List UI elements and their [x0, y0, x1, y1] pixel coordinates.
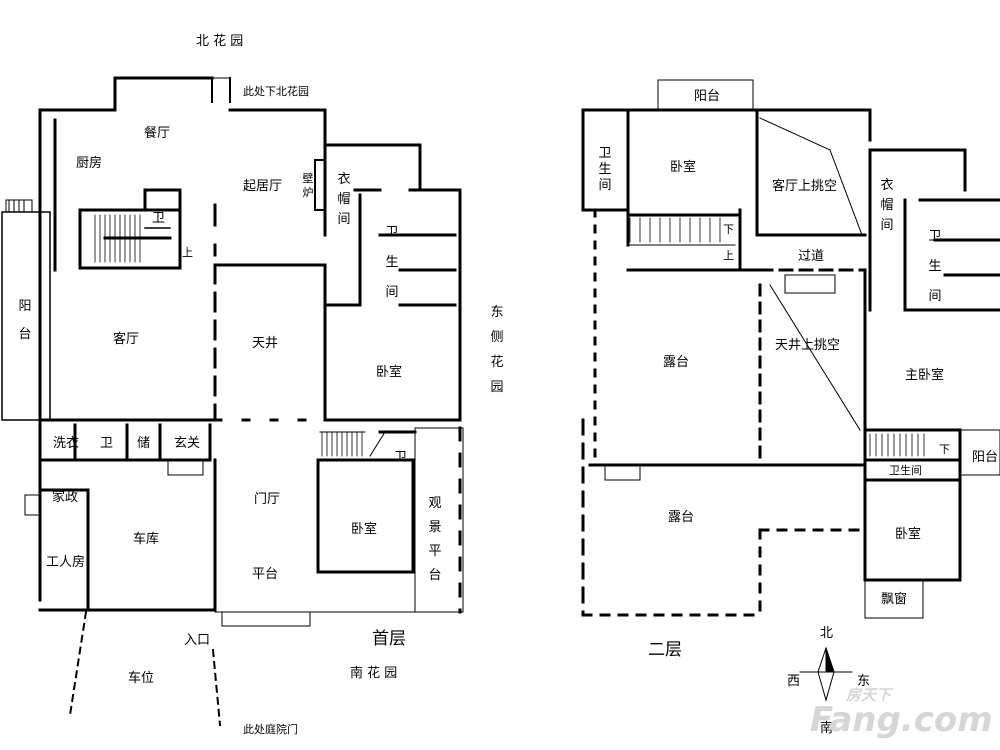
room-balcony: 阳台 [18, 299, 32, 342]
room-stair-bath: 卫 [152, 211, 166, 226]
f2-stair-down: 下 [723, 223, 734, 236]
f2-balcony-right: 阳台 [972, 450, 999, 465]
compass-rose [799, 646, 853, 702]
east-garden-label: 东侧花园 [490, 305, 504, 395]
f2-bath-small: 卫生间 [889, 464, 922, 477]
room-foyer: 玄关 [174, 436, 201, 451]
f2-cloakroom: 衣帽间 [880, 178, 894, 233]
f2-bath-right: 卫生间 [928, 229, 942, 304]
compass-north: 北 [820, 626, 834, 641]
f2-bedroom: 卧室 [670, 160, 697, 175]
room-platform: 平台 [252, 567, 279, 582]
room-atrium: 天井 [252, 336, 279, 351]
room-small-bath: 卫 [100, 436, 114, 451]
f2-terrace2: 露台 [668, 510, 695, 525]
f2-balcony-top: 阳台 [694, 89, 721, 104]
room-bedroom2: 卧室 [351, 522, 378, 537]
north-garden-below-label: 此处下北花园 [243, 85, 309, 98]
f2-bath-left: 卫生间 [598, 146, 612, 193]
room-bath: 卫生间 [385, 225, 399, 300]
f2-terrace1: 露台 [663, 355, 690, 370]
room-bedroom: 卧室 [376, 365, 403, 380]
f2-stair-up: 上 [723, 249, 734, 262]
room-servant: 工人房 [46, 555, 86, 570]
floor2-walls [581, 79, 1000, 619]
f2-corridor: 过道 [798, 249, 825, 264]
room-storage: 储 [137, 436, 151, 451]
compass-south: 南 [820, 721, 834, 736]
f2-stair-down2: 下 [939, 443, 950, 456]
room-fireplace: 壁炉 [302, 172, 314, 199]
compass-west: 西 [787, 674, 801, 689]
courtyard-gate-label: 此处庭院门 [243, 723, 298, 736]
f2-master-bedroom: 主卧室 [905, 368, 945, 383]
room-bedroom2-bath: 卫 [394, 450, 408, 465]
watermark-logo: Fang.com [810, 700, 993, 740]
room-hall: 客厅 [113, 332, 140, 347]
room-living: 起居厅 [243, 179, 283, 194]
f2-bedroom2: 卧室 [895, 527, 922, 542]
room-dining: 餐厅 [144, 126, 171, 141]
room-viewing-deck: 观景平台 [428, 496, 442, 583]
f2-living-void: 客厅上挑空 [772, 179, 838, 194]
room-lobby: 门厅 [254, 492, 281, 507]
room-laundry: 洗衣 [53, 436, 80, 451]
floor1-walls [1, 76, 464, 727]
f2-atrium-void: 天井上挑空 [775, 338, 841, 353]
room-garage: 车库 [133, 532, 160, 547]
watermark-top: 房天下 [846, 686, 892, 704]
stair-up-label: 上 [182, 246, 193, 259]
room-kitchen: 厨房 [76, 156, 103, 171]
compass-east: 东 [857, 674, 871, 689]
room-housekeeping: 家政 [52, 490, 79, 505]
north-garden-label: 北 花 园 [196, 34, 244, 49]
floor1-title: 首层 [372, 629, 406, 649]
entrance-label: 入口 [184, 633, 211, 648]
f2-bay-window: 飘窗 [881, 592, 908, 607]
room-cloakroom: 衣帽间 [337, 172, 351, 227]
south-garden-label: 南 花 园 [350, 666, 398, 681]
floor2-title: 二层 [648, 640, 682, 660]
parking-label: 车位 [128, 671, 155, 686]
